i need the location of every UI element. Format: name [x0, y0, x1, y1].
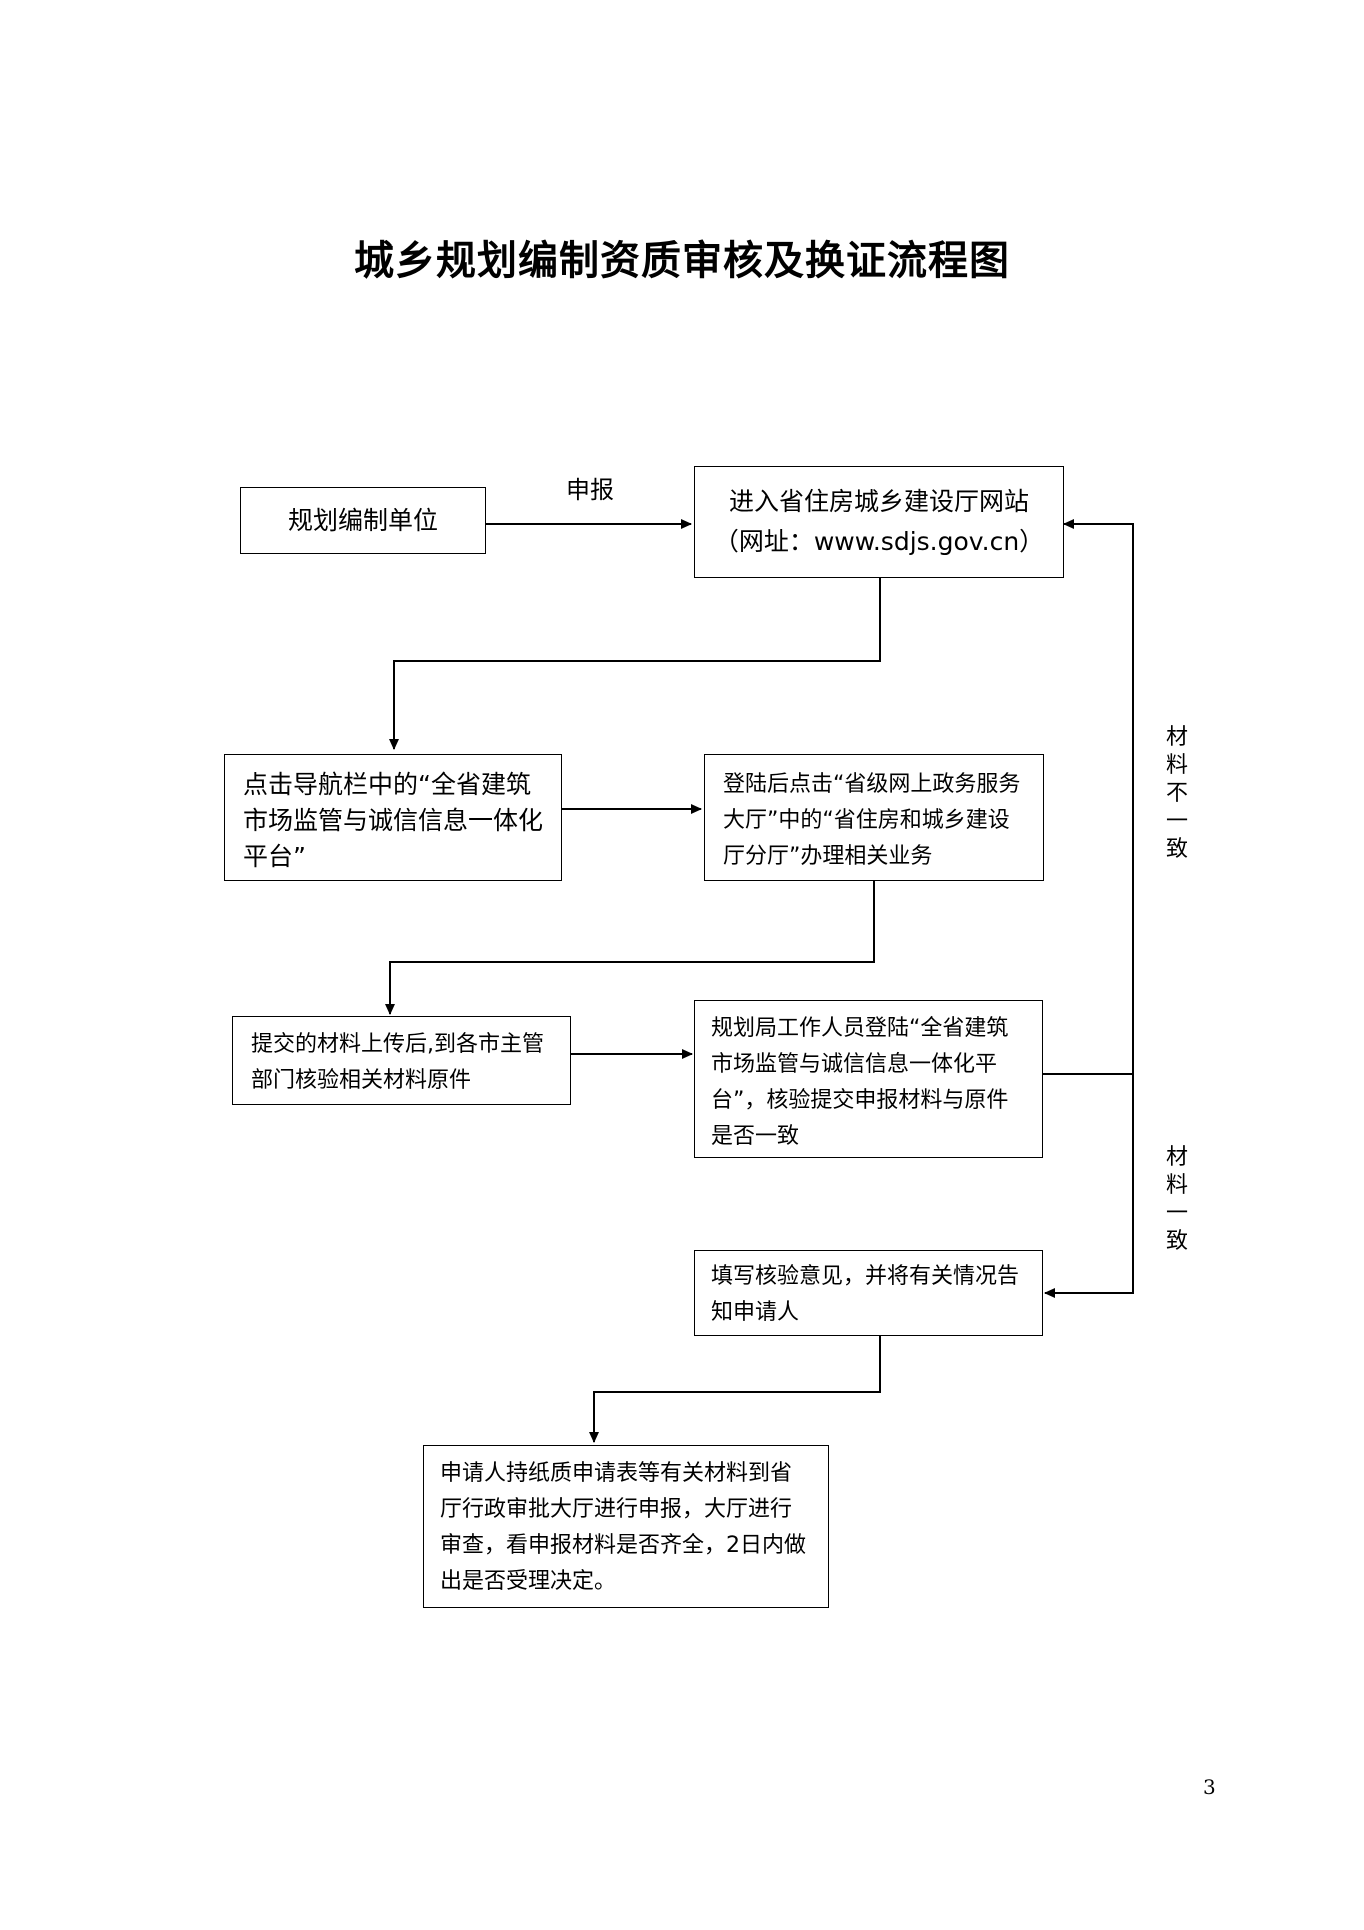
page-title: 城乡规划编制资质审核及换证流程图 [354, 238, 1010, 284]
edge-label-report: 申报 [566, 476, 614, 504]
node-fill-opinion: 填写核验意见，并将有关情况告知申请人 [694, 1250, 1043, 1336]
node-applicant-paper: 申请人持纸质申请表等有关材料到省厅行政审批大厅进行申报，大厅进行审查，看申报材料… [423, 1445, 829, 1608]
edge-label-inconsistent: 材 料 不 一 致 [1165, 725, 1188, 862]
node-bureau-verify: 规划局工作人员登陆“全省建筑市场监管与诚信信息一体化平台”，核验提交申报材料与原… [694, 1000, 1043, 1158]
arrow-consistent-down [1044, 1074, 1134, 1298]
node-enter-site: 进入省住房城乡建设厅网站 （网址：www.sdjs.gov.cn） [694, 466, 1064, 578]
page-number: 3 [1203, 1775, 1216, 1799]
arrow-opinion-to-applicant [589, 1336, 881, 1443]
node-click-nav: 点击导航栏中的“全省建筑市场监管与诚信信息一体化平台” [224, 754, 562, 881]
arrow-inconsistent-return [1063, 519, 1134, 1074]
arrow-site-to-nav [389, 578, 881, 750]
node-submit-materials: 提交的材料上传后,到各市主管部门核验相关材料原件 [232, 1016, 571, 1105]
arrow-hall-to-submit [385, 881, 875, 1015]
node-planning-unit: 规划编制单位 [240, 487, 486, 554]
edge-label-consistent: 材 料 一 致 [1165, 1145, 1188, 1254]
node-login-hall: 登陆后点击“省级网上政务服务大厅”中的“省住房和城乡建设厅分厅”办理相关业务 [704, 754, 1044, 881]
